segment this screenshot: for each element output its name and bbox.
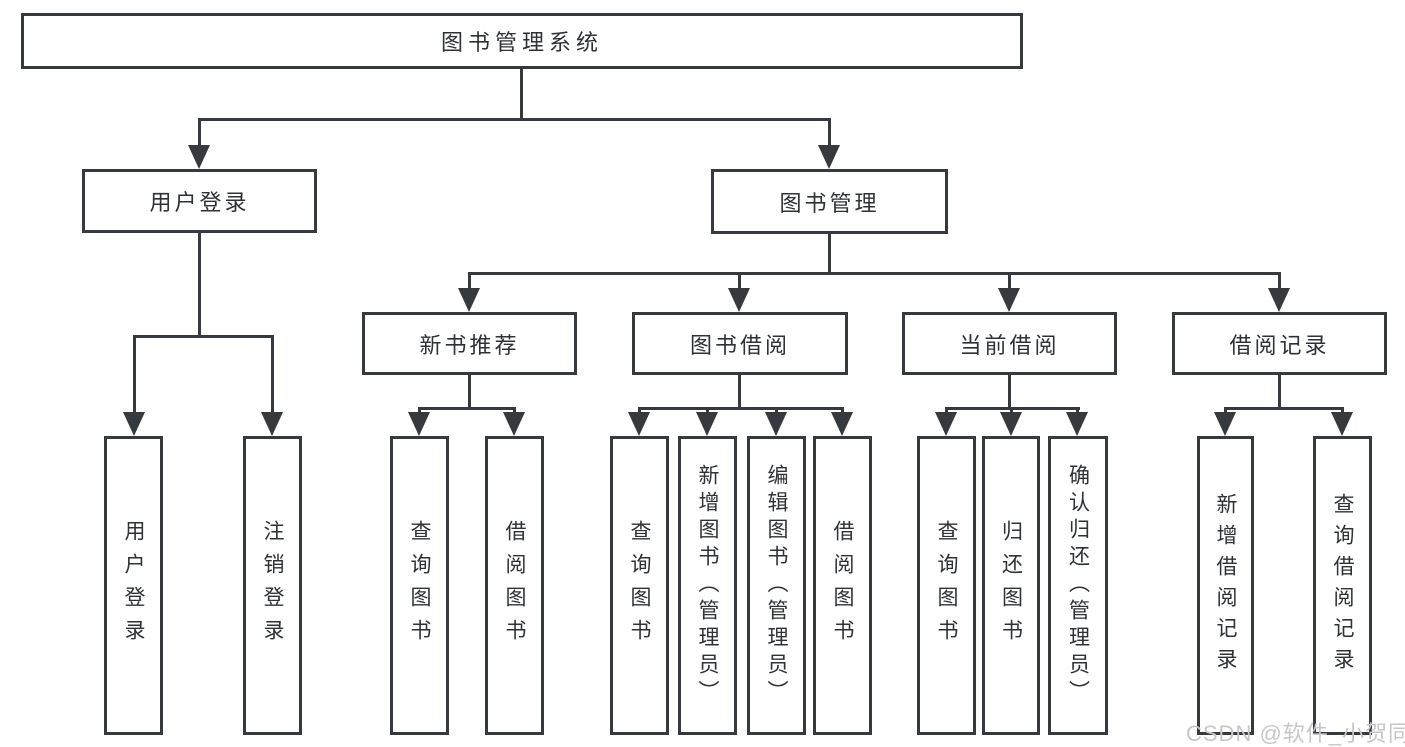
- leaf-logout: 注销登录: [243, 436, 302, 735]
- node-label: 图书管理系统: [440, 30, 603, 55]
- node-label: 当前借阅: [959, 332, 1060, 358]
- connector-line: [638, 407, 641, 414]
- arrowhead-icon: [123, 412, 145, 436]
- node-book-management: 图书管理: [711, 169, 948, 234]
- connector-line: [1010, 407, 1013, 414]
- node-label: 归还图书: [999, 519, 1023, 652]
- arrowhead-icon: [1214, 412, 1236, 436]
- connector-line: [418, 407, 516, 410]
- arrowhead-icon: [765, 412, 787, 436]
- connector-line: [198, 233, 201, 335]
- leaf-edit-book-admin: 编辑图书（管理员）: [747, 436, 806, 735]
- connector-line: [1278, 375, 1281, 407]
- node-label: 借阅图书: [831, 519, 854, 652]
- arrowhead-icon: [503, 412, 525, 436]
- arrowhead-icon: [1000, 412, 1022, 436]
- connector-line: [133, 335, 136, 413]
- node-label: 新增图书（管理员）: [696, 464, 719, 707]
- node-label: 注销登录: [261, 519, 284, 652]
- arrowhead-icon: [831, 412, 853, 436]
- connector-line: [706, 407, 709, 414]
- connector-line: [1008, 272, 1011, 289]
- connector-line: [271, 335, 274, 413]
- connector-line: [468, 375, 471, 407]
- node-label: 借阅图书: [503, 519, 526, 652]
- connector-line: [1008, 375, 1011, 407]
- connector-line: [1224, 407, 1227, 414]
- arrowhead-icon: [818, 145, 840, 169]
- leaf-query-borrow-record: 查询借阅记录: [1313, 436, 1372, 735]
- node-current-borrowing: 当前借阅: [902, 312, 1117, 375]
- node-label: 新增借阅记录: [1214, 492, 1237, 679]
- leaf-return-book: 归还图书: [982, 436, 1040, 735]
- connector-line: [738, 375, 741, 407]
- leaf-add-book-admin: 新增图书（管理员）: [678, 436, 737, 735]
- connector-line: [945, 407, 948, 414]
- connector-line: [198, 118, 831, 121]
- leaf-add-borrow-record: 新增借阅记录: [1197, 436, 1254, 735]
- connector-line: [468, 272, 471, 289]
- connector-line: [738, 272, 741, 289]
- connector-line: [520, 69, 523, 118]
- connector-line: [513, 407, 516, 414]
- node-label: 查询图书: [935, 519, 958, 652]
- node-user-login: 用户登录: [82, 169, 317, 233]
- connector-line: [468, 272, 1281, 275]
- connector-line: [1224, 407, 1344, 410]
- arrowhead-icon: [1066, 412, 1088, 436]
- arrowhead-icon: [935, 412, 957, 436]
- arrowhead-icon: [458, 288, 480, 312]
- node-new-book-recommend: 新书推荐: [362, 312, 577, 375]
- leaf-user-login: 用户登录: [104, 436, 163, 735]
- node-label: 图书借阅: [689, 332, 790, 358]
- node-label: 用户登录: [149, 190, 250, 215]
- connector-line: [775, 407, 778, 414]
- connector-line: [841, 407, 844, 414]
- arrowhead-icon: [188, 145, 210, 169]
- arrowhead-icon: [1268, 288, 1290, 312]
- node-label: 确认归还（管理员）: [1066, 464, 1090, 707]
- connector-line: [638, 407, 844, 410]
- connector-line: [133, 335, 274, 338]
- leaf-confirm-return-admin: 确认归还（管理员）: [1048, 436, 1108, 735]
- connector-line: [418, 407, 421, 414]
- node-borrowing-records: 借阅记录: [1172, 312, 1387, 375]
- node-label: 图书管理: [779, 190, 880, 216]
- arrowhead-icon: [408, 412, 430, 436]
- arrowhead-icon: [728, 288, 750, 312]
- node-label: 新书推荐: [419, 332, 520, 358]
- node-label: 用户登录: [122, 519, 145, 652]
- arrowhead-icon: [998, 288, 1020, 312]
- arrowhead-icon: [628, 412, 650, 436]
- arrowhead-icon: [261, 412, 283, 436]
- connector-line: [828, 118, 831, 148]
- arrowhead-icon: [696, 412, 718, 436]
- node-label: 查询借阅记录: [1331, 492, 1354, 679]
- node-label: 借阅记录: [1229, 332, 1330, 358]
- leaf-borrow-books-borrowing: 借阅图书: [813, 436, 872, 735]
- csdn-watermark: CSDN @软件_小贺同学: [1186, 721, 1405, 746]
- node-label: 编辑图书（管理员）: [765, 464, 788, 707]
- node-book-borrowing: 图书借阅: [632, 312, 848, 375]
- connector-line: [1278, 272, 1281, 289]
- connector-line: [198, 118, 201, 148]
- node-root-library-system: 图书管理系统: [21, 13, 1023, 69]
- leaf-query-books-borrowing: 查询图书: [610, 436, 669, 735]
- connector-line: [1341, 407, 1344, 414]
- connector-line: [828, 234, 831, 272]
- node-label: 查询图书: [628, 519, 651, 652]
- leaf-borrow-books-recommend: 借阅图书: [485, 436, 544, 735]
- leaf-query-books-current: 查询图书: [917, 436, 976, 735]
- node-label: 查询图书: [408, 519, 431, 652]
- connector-line: [1076, 407, 1079, 414]
- leaf-query-books-recommend: 查询图书: [390, 436, 449, 735]
- arrowhead-icon: [1331, 412, 1353, 436]
